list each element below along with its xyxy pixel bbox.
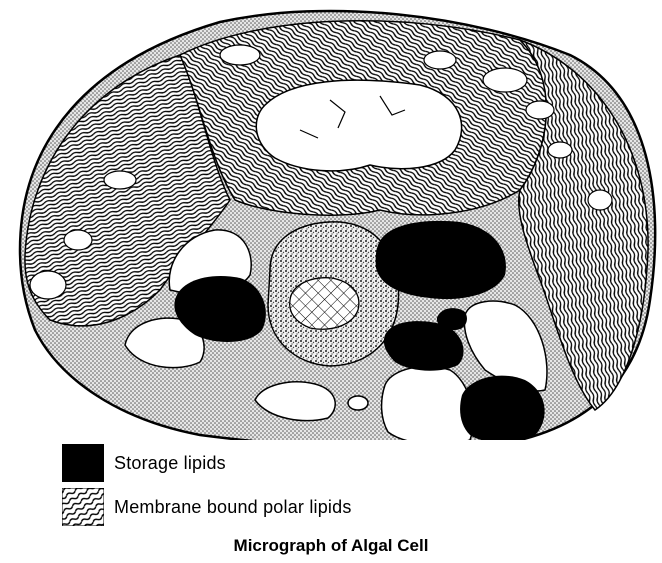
- legend-item-membrane-lipids: Membrane bound polar lipids: [62, 488, 352, 526]
- diagram-caption: Micrograph of Algal Cell: [0, 536, 662, 556]
- nucleolus: [290, 278, 359, 330]
- algal-cell-diagram: [0, 0, 662, 440]
- legend-label: Membrane bound polar lipids: [114, 497, 352, 518]
- membrane-lipids-swatch: [62, 488, 104, 526]
- storage-lipids-swatch: [62, 444, 104, 482]
- legend-item-storage-lipids: Storage lipids: [62, 444, 226, 482]
- legend-label: Storage lipids: [114, 453, 226, 474]
- pyrenoid-region: [256, 80, 461, 171]
